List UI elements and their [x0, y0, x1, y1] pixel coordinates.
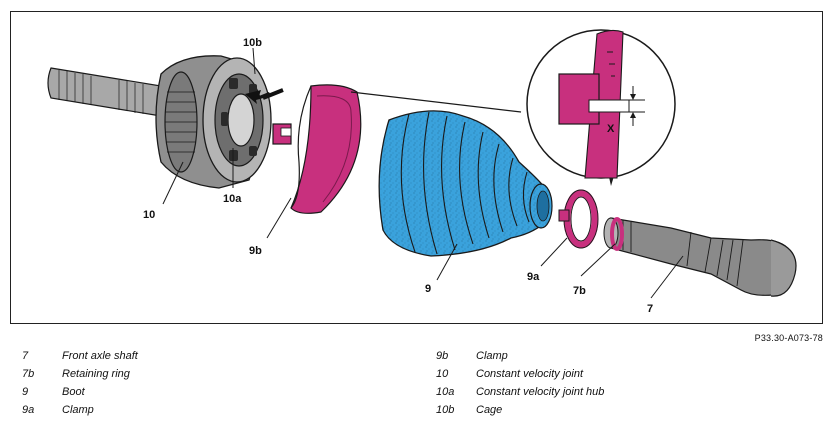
boot	[378, 110, 553, 257]
callout-9: 9	[425, 283, 431, 295]
front-axle-shaft	[603, 217, 797, 297]
cv-joint-hub	[227, 93, 255, 147]
clamp-9a	[558, 189, 599, 249]
callout-9a: 9a	[527, 271, 540, 283]
clamp-9b-band	[290, 84, 362, 214]
cv-joint	[47, 55, 284, 189]
boot-convolutions	[400, 111, 530, 255]
cage-arrow	[245, 90, 271, 104]
figure-reference: P33.30-A073-78	[754, 333, 823, 343]
cage-windows	[221, 78, 257, 161]
legend-description: Clamp	[62, 404, 94, 416]
callout-7: 7	[647, 303, 653, 315]
diagram-frame: 10b 10 10a 9b 9 9a 7b 7 X	[10, 11, 823, 324]
legend-description: Retaining ring	[62, 368, 130, 380]
exploded-view-diagram: 10b 10 10a 9b 9 9a 7b 7 X	[47, 29, 797, 315]
legend-number: 10	[436, 368, 449, 380]
legend-number: 9b	[436, 350, 449, 362]
retaining-ring	[610, 217, 624, 251]
legend-number: 7b	[22, 368, 35, 380]
shaft-splines	[58, 70, 144, 114]
legend-number: 10b	[436, 404, 455, 416]
axle-shaft-body	[610, 217, 792, 296]
legend-number: 10a	[436, 386, 455, 398]
clamp-9b	[272, 84, 362, 214]
legend-number: 7	[22, 350, 29, 362]
legend-description: Cage	[476, 404, 503, 416]
callout-x: X	[607, 123, 615, 135]
callout-10a: 10a	[223, 193, 242, 205]
callout-7b: 7b	[573, 285, 586, 297]
callout-10b: 10b	[243, 37, 262, 49]
legend: 7 Front axle shaft 7b Retaining ring 9 B…	[0, 348, 833, 423]
legend-description: Boot	[62, 386, 85, 398]
legend-description: Clamp	[476, 350, 508, 362]
legend-number: 9	[22, 386, 29, 398]
callout-10: 10	[143, 209, 155, 221]
legend-description: Constant velocity joint hub	[476, 386, 605, 398]
legend-description: Constant velocity joint	[476, 368, 583, 380]
cv-joint-stub-shaft	[47, 67, 162, 117]
detail-clamp-lock	[558, 73, 600, 125]
leader-lines	[162, 47, 684, 299]
legend-number: 9a	[22, 404, 35, 416]
legend-description: Front axle shaft	[62, 350, 138, 362]
detail-view	[350, 29, 676, 186]
callout-9b: 9b	[249, 245, 262, 257]
